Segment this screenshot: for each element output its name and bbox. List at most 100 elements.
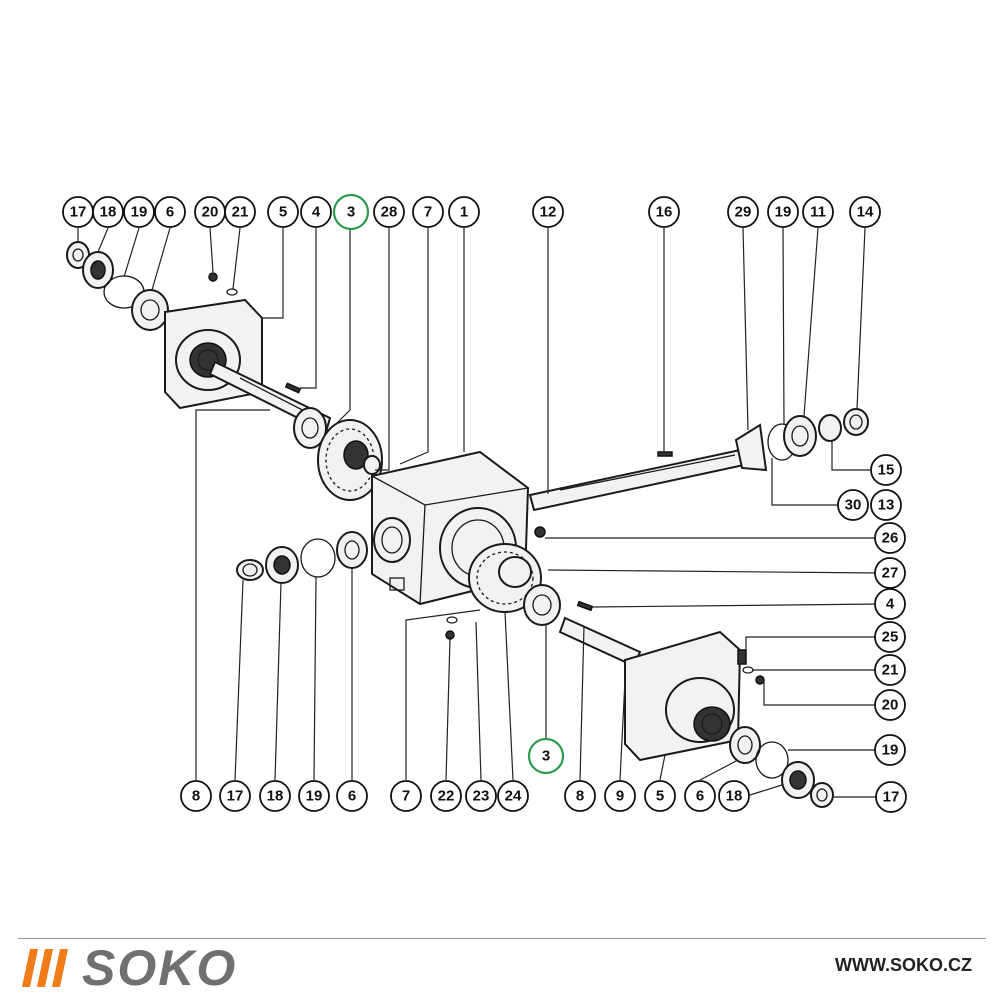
svg-text:4: 4 — [886, 596, 895, 613]
bearing-11 — [783, 415, 817, 457]
callout-29: 3 — [527, 737, 565, 775]
callout-10: 7 — [412, 196, 444, 228]
svg-text:19: 19 — [882, 742, 899, 759]
svg-text:5: 5 — [279, 204, 287, 221]
svg-text:17: 17 — [227, 788, 244, 805]
svg-text:19: 19 — [131, 204, 148, 221]
svg-text:1: 1 — [460, 204, 468, 221]
callout-16: 11 — [802, 196, 834, 228]
callout-11: 1 — [448, 196, 480, 228]
circlip-19-lower-right — [755, 741, 789, 779]
callout-1: 18 — [92, 196, 124, 228]
callout-28: 17 — [875, 781, 907, 813]
svg-text:6: 6 — [696, 788, 704, 805]
washer-23 — [446, 616, 458, 624]
svg-text:25: 25 — [882, 629, 899, 646]
callout-22: 27 — [874, 557, 906, 589]
bearing-17-lower-right — [810, 782, 834, 808]
key-16 — [657, 451, 673, 457]
logo-wordmark: SOKO — [82, 940, 238, 996]
bearing-17-lower-left — [236, 559, 264, 581]
callout-39: 8 — [564, 780, 596, 812]
callout-40: 9 — [604, 780, 636, 812]
svg-text:20: 20 — [202, 204, 219, 221]
svg-text:4: 4 — [312, 204, 321, 221]
website-link[interactable]: WWW.SOKO.CZ — [835, 955, 972, 975]
bearing-6-lower-right — [729, 726, 761, 764]
soko-logo: SOKO — [21, 940, 238, 996]
callout-25: 21 — [874, 654, 906, 686]
callout-7: 4 — [300, 196, 332, 228]
callout-bubbles: 17 18 19 6 20 21 5 4 3 28 7 1 12 16 29 1… — [62, 193, 907, 813]
callout-13: 16 — [648, 196, 680, 228]
bearing-6-upper — [131, 289, 169, 331]
part-25 — [737, 649, 747, 665]
callout-37: 23 — [465, 780, 497, 812]
callout-2: 19 — [123, 196, 155, 228]
svg-text:18: 18 — [726, 788, 743, 805]
callout-24: 25 — [874, 621, 906, 653]
pinion-29 — [734, 423, 768, 472]
callout-8: 3 — [332, 193, 370, 231]
upper-left-shaft-assembly — [66, 241, 383, 501]
callout-4: 20 — [194, 196, 226, 228]
callout-9: 28 — [373, 196, 405, 228]
svg-text:7: 7 — [402, 788, 410, 805]
svg-text:18: 18 — [100, 204, 117, 221]
callout-5: 21 — [224, 196, 256, 228]
callout-35: 7 — [390, 780, 422, 812]
callout-30: 8 — [180, 780, 212, 812]
svg-text:19: 19 — [775, 204, 792, 221]
svg-text:21: 21 — [882, 662, 899, 679]
svg-text:28: 28 — [381, 204, 398, 221]
footer-divider — [18, 938, 986, 939]
callout-38: 24 — [497, 780, 529, 812]
callout-0: 17 — [62, 196, 94, 228]
key-4-upper — [284, 382, 302, 394]
svg-text:12: 12 — [540, 204, 557, 221]
svg-text:18: 18 — [267, 788, 284, 805]
svg-text:27: 27 — [882, 565, 899, 582]
svg-text:3: 3 — [347, 204, 355, 221]
svg-text:17: 17 — [883, 789, 900, 806]
callout-19: 30 — [837, 489, 869, 521]
callout-34: 6 — [336, 780, 368, 812]
callout-36: 22 — [430, 780, 462, 812]
svg-text:11: 11 — [810, 204, 826, 221]
logo-stripes-icon — [21, 949, 69, 987]
callout-41: 5 — [644, 780, 676, 812]
callout-21: 26 — [874, 522, 906, 554]
leader-lines — [77, 227, 881, 798]
bearing-14 — [843, 408, 869, 436]
callout-14: 29 — [727, 196, 759, 228]
svg-text:19: 19 — [306, 788, 323, 805]
svg-text:3: 3 — [542, 748, 550, 765]
callout-43: 18 — [718, 780, 750, 812]
callout-15: 19 — [767, 196, 799, 228]
svg-text:23: 23 — [473, 788, 490, 805]
lower-right-shaft-assembly — [445, 543, 834, 808]
bearing-3-lower — [523, 584, 561, 626]
bearing-6-lower-left — [336, 531, 368, 569]
plug-26 — [534, 526, 546, 538]
callout-32: 18 — [259, 780, 291, 812]
svg-text:13: 13 — [878, 497, 895, 514]
svg-text:16: 16 — [656, 204, 673, 221]
main-shaft-assembly — [528, 408, 869, 512]
callout-20: 13 — [870, 489, 902, 521]
callout-18: 15 — [870, 454, 902, 486]
callout-42: 6 — [684, 780, 716, 812]
svg-text:9: 9 — [616, 788, 624, 805]
exploded-gearbox-diagram: 17 18 19 6 20 21 5 4 3 28 7 1 12 16 29 1… — [62, 193, 907, 813]
washer-21-upper — [226, 288, 238, 296]
callout-17: 14 — [849, 196, 881, 228]
callout-26: 20 — [874, 689, 906, 721]
svg-text:6: 6 — [166, 204, 174, 221]
svg-text:14: 14 — [857, 204, 874, 221]
circlip-19-lower-left — [300, 538, 336, 578]
svg-text:5: 5 — [656, 788, 664, 805]
callout-12: 12 — [532, 196, 564, 228]
washer-21-lower — [742, 666, 754, 674]
lower-left-bearing-set — [236, 531, 368, 584]
callout-31: 17 — [219, 780, 251, 812]
